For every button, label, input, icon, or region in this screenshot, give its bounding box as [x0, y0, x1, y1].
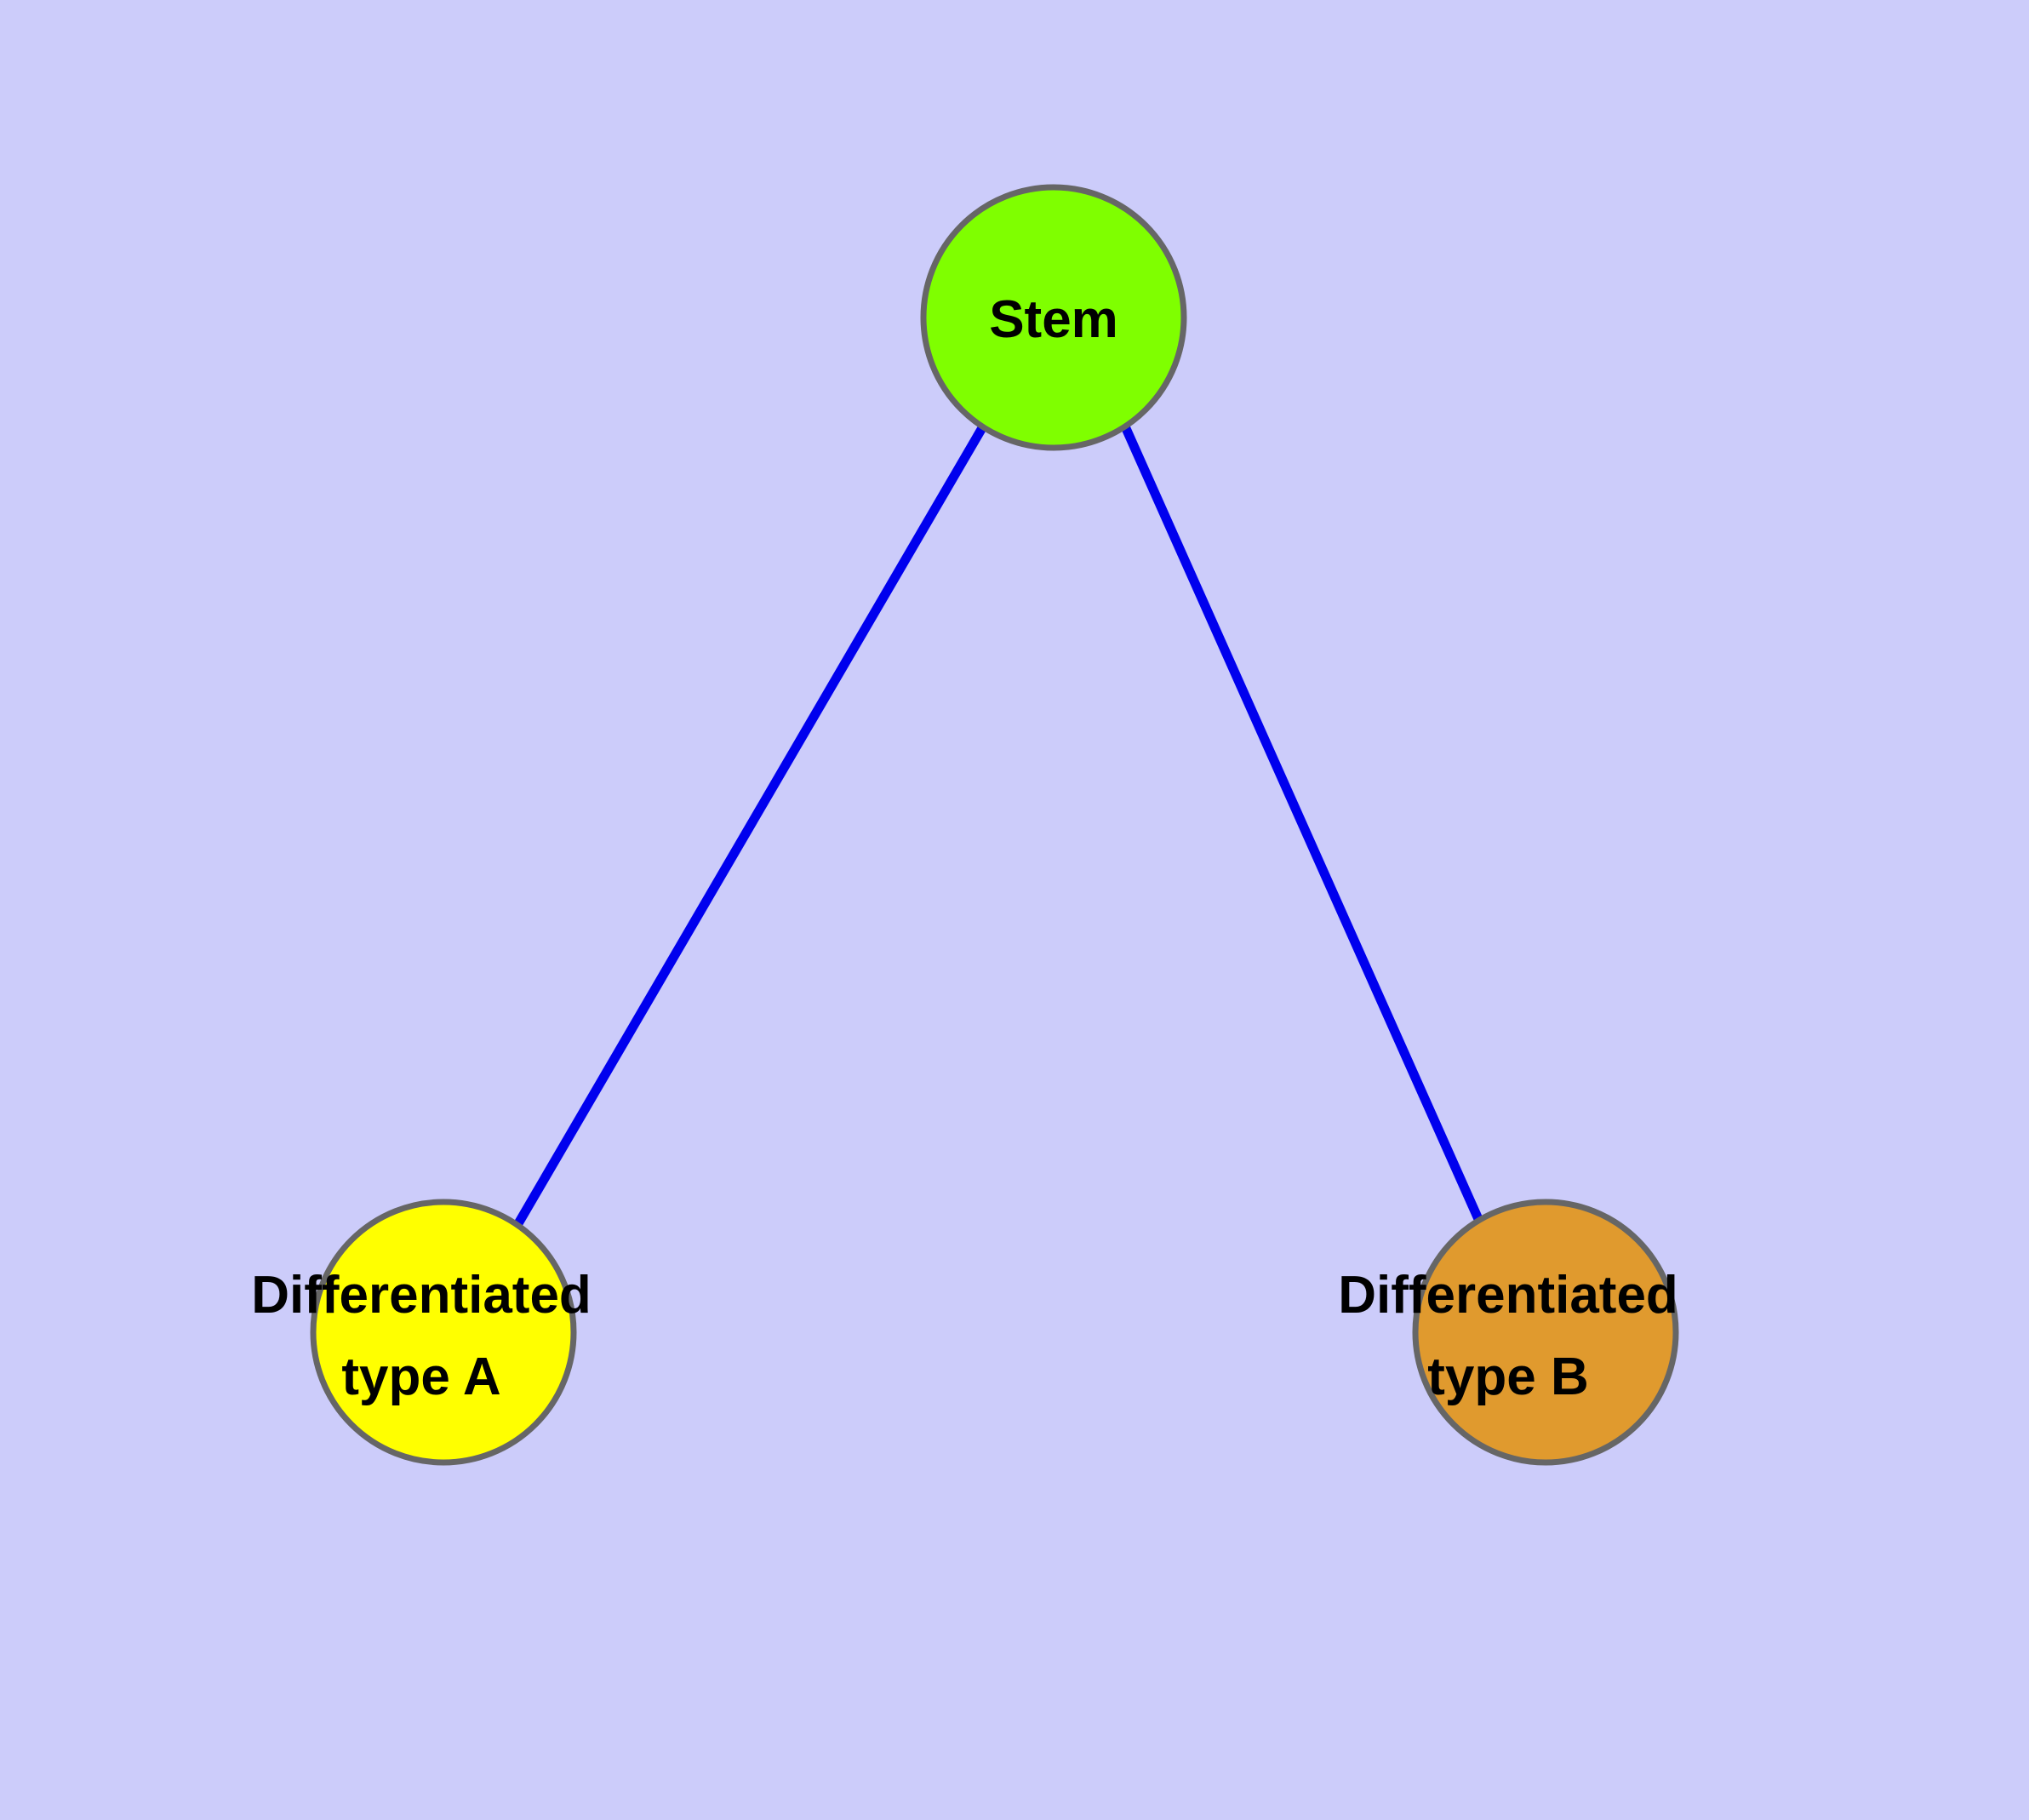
node-stem[interactable]: Stem — [920, 184, 1187, 451]
node-circle-stem[interactable] — [920, 184, 1187, 451]
edges-layer — [513, 424, 1483, 1228]
node-diff-a[interactable]: Differentiated type A — [251, 1199, 592, 1466]
node-label-stem: Stem — [989, 290, 1118, 349]
node-label-line: Differentiated — [251, 1266, 592, 1325]
node-diff-b[interactable]: Differentiated type B — [1338, 1199, 1679, 1466]
node-label-line: Differentiated — [1338, 1266, 1678, 1325]
node-circle-diff-a[interactable] — [310, 1199, 577, 1466]
node-label-line: type A — [341, 1348, 500, 1406]
node-label-line: Stem — [989, 290, 1118, 349]
node-label-diff-a: Differentiated type A — [251, 1266, 592, 1406]
edge-stem-to-diff-a[interactable] — [513, 424, 987, 1228]
node-label-line: type B — [1427, 1348, 1588, 1406]
node-circle-diff-b[interactable] — [1412, 1199, 1679, 1466]
edge-stem-to-diff-b[interactable] — [1120, 424, 1483, 1222]
node-label-diff-b: Differentiated type B — [1338, 1266, 1678, 1406]
